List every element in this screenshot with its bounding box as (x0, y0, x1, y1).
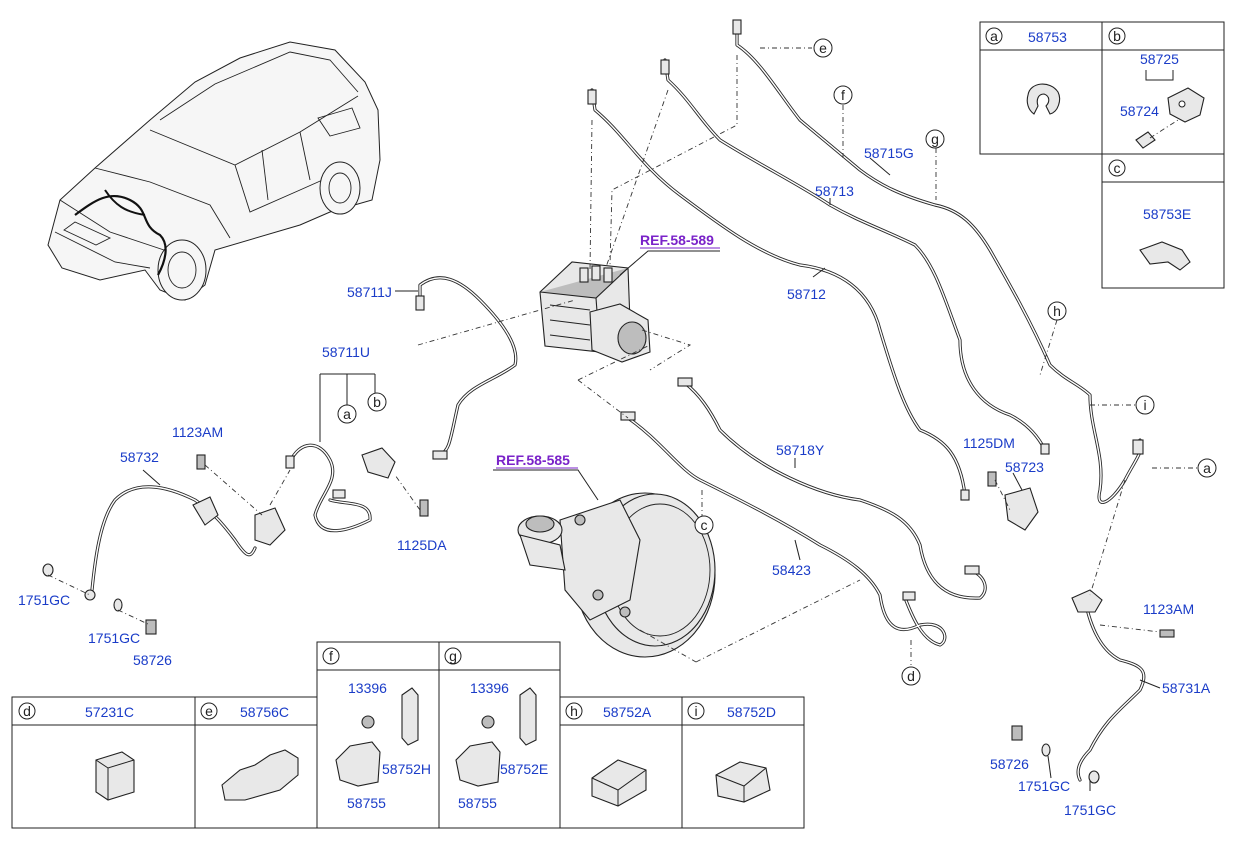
table-cell-d: d 57231C (18, 702, 135, 801)
label-58711J[interactable]: 58711J (347, 284, 392, 300)
label-1123AM-right[interactable]: 1123AM (1143, 601, 1194, 617)
label-58711U[interactable]: 58711U (322, 344, 370, 360)
label-58712[interactable]: 58712 (787, 286, 826, 302)
leader-lines (142, 157, 1161, 791)
table-a-part[interactable]: 58753 (1028, 29, 1067, 45)
label-1751GC-a[interactable]: 1751GC (18, 592, 70, 608)
svg-text:f: f (841, 87, 845, 103)
table-b-part[interactable]: 58725 (1140, 51, 1179, 67)
vehicle-illustration (47, 41, 381, 301)
label-1125DA[interactable]: 1125DA (397, 537, 447, 553)
svg-text:a: a (990, 28, 998, 44)
svg-text:e: e (819, 40, 827, 56)
svg-text:g: g (931, 131, 939, 147)
svg-text:b: b (1113, 28, 1121, 44)
svg-text:c: c (1114, 160, 1121, 176)
svg-text:a: a (1203, 460, 1211, 476)
table-cell-a: a 58753 (985, 27, 1067, 115)
legend-table-top: a 58753 b 58725 58724 c 58753E (979, 21, 1225, 289)
table-i-part[interactable]: 58752D (727, 704, 776, 720)
label-58723[interactable]: 58723 (1005, 459, 1044, 475)
table-cell-e: e 58756C (200, 702, 299, 801)
table-g-p3[interactable]: 58755 (458, 795, 497, 811)
table-c-part[interactable]: 58753E (1143, 206, 1191, 222)
ref-58-589-label[interactable]: REF.58-589 (640, 232, 714, 248)
callout-a-right[interactable]: a (1197, 458, 1217, 478)
label-58715G[interactable]: 58715G (864, 145, 914, 161)
label-58718Y[interactable]: 58718Y (776, 442, 825, 458)
svg-text:h: h (1053, 303, 1061, 319)
table-e-part[interactable]: 58756C (240, 704, 289, 720)
callout-h[interactable]: h (1047, 301, 1067, 321)
table-cell-b: b 58725 58724 (1108, 27, 1205, 149)
svg-text:b: b (373, 394, 381, 410)
label-58731A[interactable]: 58731A (1162, 680, 1211, 696)
callout-i[interactable]: i (1135, 395, 1155, 415)
svg-text:h: h (570, 703, 578, 719)
svg-text:d: d (23, 703, 31, 719)
brackets (42, 447, 1175, 784)
guide-lines (47, 47, 1197, 665)
callout-f[interactable]: f (833, 85, 853, 105)
svg-text:g: g (449, 648, 457, 664)
callout-g[interactable]: g (925, 129, 945, 149)
svg-text:d: d (907, 668, 915, 684)
table-cell-c: c 58753E (1108, 159, 1191, 271)
label-1751GC-b[interactable]: 1751GC (88, 630, 140, 646)
label-58726-right[interactable]: 58726 (990, 756, 1029, 772)
part-labels: REF.58-589 REF.58-585 58711J 58711U 5871… (18, 145, 1211, 818)
fittings (285, 19, 1144, 601)
svg-text:i: i (1143, 397, 1146, 413)
svg-text:f: f (329, 648, 333, 664)
abs-hydraulic-unit (539, 261, 651, 363)
svg-text:i: i (694, 703, 697, 719)
label-58423[interactable]: 58423 (772, 562, 811, 578)
legend-table-bottom: d 57231C e 58756C f 13396 58752H 58755 g… (11, 641, 805, 829)
svg-text:c: c (701, 517, 708, 533)
table-cell-g: g 13396 58752E 58755 (444, 647, 548, 811)
table-f-p2[interactable]: 58752H (382, 761, 431, 777)
table-g-p1[interactable]: 13396 (470, 680, 509, 696)
label-1125DM[interactable]: 1125DM (963, 435, 1015, 451)
table-g-p2[interactable]: 58752E (500, 761, 548, 777)
callout-e[interactable]: e (813, 38, 833, 58)
brake-booster (517, 492, 716, 658)
callout-a-left[interactable]: a (337, 404, 357, 424)
label-1751GC-d[interactable]: 1751GC (1064, 802, 1116, 818)
svg-text:e: e (205, 703, 213, 719)
label-58726-left[interactable]: 58726 (133, 652, 172, 668)
table-f-p1[interactable]: 13396 (348, 680, 387, 696)
brake-lines (90, 20, 1146, 782)
table-h-part[interactable]: 58752A (603, 704, 652, 720)
ref-58-585-label[interactable]: REF.58-585 (496, 452, 570, 468)
table-cell-i: i 58752D (687, 702, 776, 803)
callout-c[interactable]: c (694, 515, 714, 535)
table-b-sub[interactable]: 58724 (1120, 103, 1159, 119)
callouts: a b c d e f g h i a (337, 38, 1217, 686)
label-1751GC-c[interactable]: 1751GC (1018, 778, 1070, 794)
table-cell-f: f 13396 58752H 58755 (322, 647, 431, 811)
table-f-p3[interactable]: 58755 (347, 795, 386, 811)
table-d-part[interactable]: 57231C (85, 704, 134, 720)
callout-b-left[interactable]: b (367, 392, 387, 412)
svg-text:a: a (343, 406, 351, 422)
table-cell-h: h 58752A (565, 702, 652, 807)
callout-d[interactable]: d (901, 666, 921, 686)
label-58713[interactable]: 58713 (815, 183, 854, 199)
label-1123AM-left[interactable]: 1123AM (172, 424, 223, 440)
label-58732[interactable]: 58732 (120, 449, 159, 465)
